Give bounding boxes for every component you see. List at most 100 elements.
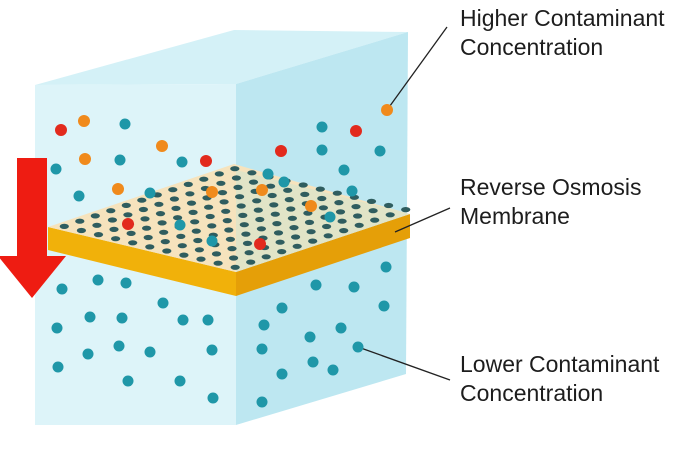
membrane-pore: [185, 191, 195, 197]
membrane-pore: [155, 211, 166, 217]
membrane-pore: [235, 194, 245, 200]
membrane-pore: [287, 215, 297, 221]
membrane-pore: [385, 212, 395, 218]
membrane-pore: [269, 202, 279, 208]
membrane-label-line2: Membrane: [460, 203, 570, 229]
membrane-pore: [159, 229, 169, 235]
membrane-pore: [75, 218, 85, 224]
membrane-pore: [334, 200, 344, 206]
membrane-pore: [190, 219, 200, 225]
membrane-pore: [291, 234, 301, 240]
water-molecule-dot: [278, 176, 290, 188]
water-molecule-dot: [256, 343, 268, 355]
membrane-pore: [142, 225, 152, 231]
membrane-pore: [230, 166, 240, 172]
membrane-pore: [123, 212, 133, 218]
contaminant-dot: [200, 155, 212, 167]
membrane-pore: [253, 207, 263, 213]
contaminant-dot: [112, 183, 124, 195]
water-molecule-dot: [82, 348, 94, 360]
water-molecule-dot: [338, 164, 350, 176]
membrane-pore: [242, 240, 253, 246]
membrane-pore: [339, 228, 349, 234]
membrane-pore: [337, 218, 347, 224]
membrane-pore: [213, 260, 223, 266]
membrane-pore: [157, 220, 167, 226]
membrane-pore: [238, 212, 248, 218]
membrane-pore: [154, 201, 164, 207]
contaminant-dot: [305, 200, 317, 212]
membrane-top-right-tint: [236, 170, 410, 272]
membrane-pores: [59, 166, 411, 270]
water-molecule-dot: [316, 121, 328, 133]
contaminant-dot: [206, 186, 218, 198]
membrane-pore: [169, 196, 179, 202]
water-molecule-dot: [52, 361, 64, 373]
membrane-pore: [106, 208, 116, 214]
membrane-pore: [216, 180, 226, 186]
membrane-side-edge: [236, 214, 410, 296]
water-molecule-dot: [348, 281, 360, 293]
membrane-pore: [191, 228, 201, 234]
contaminant-dot: [156, 140, 168, 152]
water-molecule-dot: [51, 322, 63, 334]
leader-line-higher: [386, 26, 448, 111]
membrane-pore: [214, 171, 224, 177]
lower-contaminant-label: Lower Contaminant Concentration: [460, 350, 659, 408]
particles: [50, 115, 392, 408]
water-molecule-dot: [310, 279, 322, 291]
water-molecule-dot: [202, 314, 214, 326]
membrane-pore: [323, 233, 333, 239]
contaminant-dot: [78, 115, 90, 127]
water-molecule-dot: [206, 235, 218, 247]
water-molecule-dot: [144, 346, 156, 358]
membrane-pore: [267, 192, 277, 199]
water-back-panel: [35, 30, 408, 85]
membrane-pore: [121, 202, 131, 208]
membrane-pore: [255, 216, 265, 223]
membrane-pore: [384, 202, 394, 209]
water-molecule-dot: [346, 185, 358, 197]
water-molecule-dot: [374, 145, 386, 157]
lower-label-line2: Concentration: [460, 380, 604, 406]
contaminant-dot: [122, 218, 134, 230]
water-molecule-dot: [56, 283, 68, 295]
membrane-pore: [177, 243, 187, 249]
higher-label-line2: Concentration: [460, 34, 604, 60]
water-molecule-dot: [258, 319, 270, 331]
membrane-pore: [270, 211, 280, 217]
water-molecule-dot: [120, 277, 132, 289]
membrane-pore: [239, 222, 249, 228]
membrane-pore: [186, 200, 197, 206]
contaminant-dot: [275, 145, 287, 157]
membrane-pore: [199, 176, 209, 182]
contaminant-dot: [55, 124, 67, 136]
membrane-pore: [286, 206, 296, 212]
membrane-pore: [176, 233, 186, 239]
membrane-pore: [322, 223, 332, 230]
membrane-pore: [160, 239, 170, 245]
water-molecule-dot: [144, 187, 156, 199]
membrane-pore: [317, 195, 327, 202]
membrane-pore: [140, 216, 150, 222]
membrane-pore: [92, 222, 102, 228]
water-molecule-dot: [122, 375, 134, 387]
membrane-pore: [137, 197, 147, 203]
membrane-pore: [109, 226, 119, 232]
membrane-pore: [292, 243, 302, 249]
water-molecule-dot: [262, 168, 274, 180]
water-molecule-dot: [352, 341, 364, 353]
membrane-pore: [401, 207, 411, 213]
membrane-pore: [225, 236, 235, 242]
membrane-pore: [196, 256, 206, 262]
membrane-pore: [298, 182, 308, 188]
leader-line-lower: [357, 346, 451, 381]
membrane-label-line1: Reverse Osmosis: [460, 174, 642, 200]
membrane-pore: [272, 221, 282, 227]
membrane-pore: [224, 227, 234, 233]
membrane-pore: [217, 190, 228, 196]
membrane-pore: [351, 204, 361, 210]
membrane-pore: [366, 198, 377, 204]
water-molecule-dot: [157, 297, 169, 309]
